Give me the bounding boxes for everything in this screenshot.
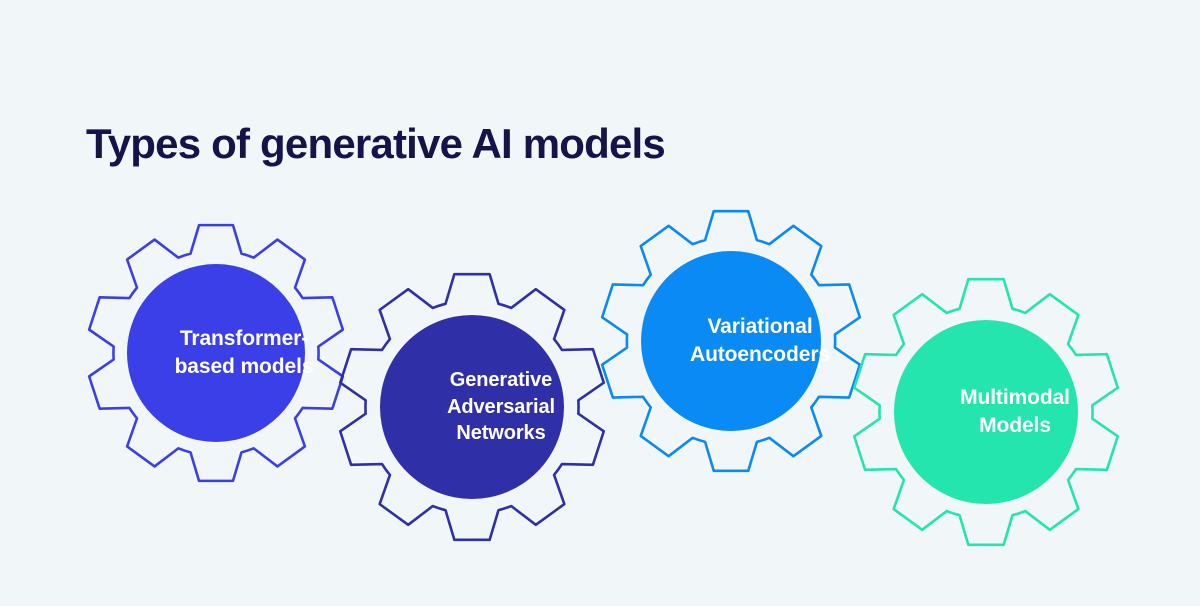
gear-shape-transformer-based-models [87, 223, 345, 483]
gear-generative-adversarial-networks[interactable]: Generative Adversarial Networks [334, 269, 610, 545]
gear-variational-autoencoders[interactable]: Variational Autoencoders [596, 206, 866, 476]
gear-outline [87, 223, 345, 483]
gear-outline [852, 277, 1120, 547]
gear-outline [338, 272, 606, 542]
gear-shape-generative-adversarial-networks [338, 272, 606, 542]
gear-shape-variational-autoencoders [600, 209, 862, 473]
gear-outline [600, 209, 862, 473]
gear-transformer-based-models[interactable]: Transformer- based models [83, 220, 349, 486]
gear-shape-multimodal-models [852, 277, 1120, 547]
gear-inner-disc [127, 264, 305, 442]
gear-inner-disc [641, 251, 821, 431]
gear-inner-disc [894, 320, 1078, 504]
page-title: Types of generative AI models [86, 120, 666, 168]
gear-multimodal-models[interactable]: Multimodal Models [848, 274, 1124, 550]
gear-inner-disc [380, 315, 564, 499]
